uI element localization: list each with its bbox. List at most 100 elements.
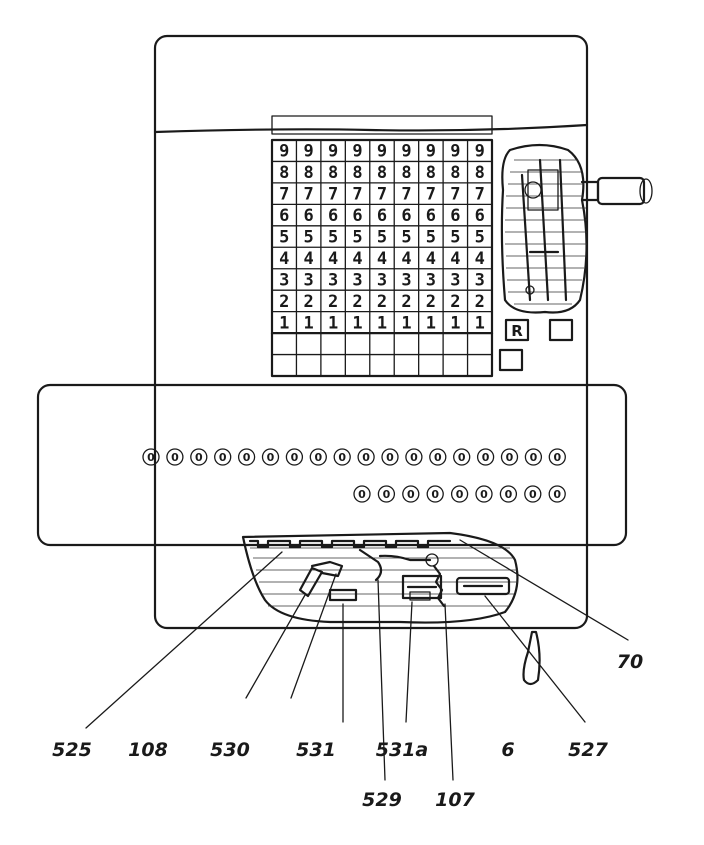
keyboard-key[interactable]: 2 — [304, 292, 314, 312]
keyboard-key[interactable]: 9 — [328, 142, 338, 162]
keyboard-key[interactable]: 5 — [475, 228, 485, 248]
keyboard-key[interactable]: 3 — [401, 270, 411, 290]
keyboard-key[interactable]: 4 — [304, 249, 314, 269]
keyboard-key[interactable]: 2 — [401, 292, 411, 312]
keyboard-key[interactable]: 4 — [328, 249, 338, 269]
keyboard-key[interactable]: 1 — [352, 313, 362, 333]
keyboard-key[interactable]: 7 — [401, 185, 411, 205]
keyboard-key[interactable]: 1 — [377, 313, 387, 333]
keyboard-key[interactable]: 1 — [279, 313, 289, 333]
keyboard-key[interactable]: 4 — [352, 249, 362, 269]
keyboard-key[interactable]: 9 — [352, 142, 362, 162]
keyboard-key[interactable]: 1 — [304, 313, 314, 333]
keyboard-key[interactable]: 6 — [401, 206, 411, 226]
keyboard-key[interactable]: 8 — [475, 163, 485, 183]
keyboard-key[interactable]: 5 — [352, 228, 362, 248]
keyboard-key[interactable]: 6 — [475, 206, 485, 226]
counter-digit: 0 — [195, 451, 203, 464]
keyboard-key[interactable]: 7 — [304, 185, 314, 205]
keyboard-key[interactable]: 7 — [450, 185, 460, 205]
keyboard-key[interactable]: 4 — [377, 249, 387, 269]
counter-digit: 0 — [243, 451, 251, 464]
keyboard-key[interactable]: 1 — [328, 313, 338, 333]
keyboard-key[interactable]: 3 — [352, 270, 362, 290]
keyboard-key[interactable]: 5 — [450, 228, 460, 248]
keyboard-key[interactable]: 8 — [377, 163, 387, 183]
keyboard-key[interactable]: 4 — [426, 249, 436, 269]
keyboard-key[interactable]: 9 — [279, 142, 289, 162]
keyboard-key[interactable]: 1 — [475, 313, 485, 333]
keyboard-key[interactable]: 6 — [450, 206, 460, 226]
keyboard-key[interactable]: 2 — [328, 292, 338, 312]
label-531a: 531a — [376, 739, 428, 761]
counter-digit: 0 — [383, 488, 391, 501]
label-70: 70 — [617, 651, 643, 673]
keyboard-key[interactable]: 6 — [377, 206, 387, 226]
keyboard-key[interactable]: 9 — [450, 142, 460, 162]
leader-525 — [85, 551, 283, 729]
keyboard-key[interactable]: 7 — [328, 185, 338, 205]
keyboard-key[interactable]: 7 — [475, 185, 485, 205]
keyboard-key[interactable]: 7 — [377, 185, 387, 205]
keyboard-key[interactable]: 5 — [401, 228, 411, 248]
top-cover-line — [153, 123, 589, 134]
counter-dial — [402, 485, 420, 503]
leader-527 — [484, 595, 586, 723]
keyboard-key[interactable]: 3 — [279, 270, 289, 290]
keyboard-key[interactable]: 6 — [279, 206, 289, 226]
keyboard-key[interactable]: 7 — [352, 185, 362, 205]
keyboard-key[interactable]: 3 — [328, 270, 338, 290]
keyboard-key[interactable]: 3 — [450, 270, 460, 290]
keyboard-key[interactable]: 9 — [475, 142, 485, 162]
keyboard-key[interactable]: 9 — [377, 142, 387, 162]
keyboard-key[interactable]: 5 — [377, 228, 387, 248]
keyboard-key[interactable]: 3 — [377, 270, 387, 290]
keyboard-key[interactable]: 8 — [426, 163, 436, 183]
keyboard-key[interactable]: 9 — [304, 142, 314, 162]
keyboard-key[interactable]: 4 — [279, 249, 289, 269]
keyboard-key[interactable]: 2 — [352, 292, 362, 312]
keyboard-key[interactable]: 4 — [450, 249, 460, 269]
reverse-key-button[interactable] — [504, 318, 530, 342]
keyboard-key[interactable]: 1 — [426, 313, 436, 333]
keyboard-key[interactable]: 3 — [304, 270, 314, 290]
keyboard-key[interactable]: 6 — [304, 206, 314, 226]
keyboard-key[interactable]: 8 — [352, 163, 362, 183]
keyboard-key[interactable]: 5 — [304, 228, 314, 248]
keyboard-key[interactable]: 4 — [401, 249, 411, 269]
keyboard-key[interactable]: 7 — [279, 185, 289, 205]
keyboard-key[interactable]: 2 — [475, 292, 485, 312]
crank-handle-icon[interactable] — [596, 176, 646, 206]
keyboard-key[interactable]: 2 — [377, 292, 387, 312]
keyboard-key[interactable]: 6 — [352, 206, 362, 226]
keyboard-key[interactable]: 3 — [426, 270, 436, 290]
lever-6-handle-icon[interactable] — [522, 630, 541, 686]
keyboard-key[interactable]: 5 — [426, 228, 436, 248]
counter-dial — [285, 448, 304, 466]
keyboard-key[interactable]: 9 — [426, 142, 436, 162]
keyboard-key[interactable]: 2 — [450, 292, 460, 312]
keyboard-key[interactable]: 9 — [401, 142, 411, 162]
keyboard-key[interactable]: 4 — [475, 249, 485, 269]
keyboard-key[interactable]: 1 — [450, 313, 460, 333]
carriage-outline — [36, 383, 628, 547]
keyboard-key[interactable]: 2 — [279, 292, 289, 312]
keyboard-key[interactable]: 3 — [475, 270, 485, 290]
keyboard-key[interactable]: 5 — [279, 228, 289, 248]
keyboard-key[interactable]: 5 — [328, 228, 338, 248]
clear-key-button[interactable] — [548, 318, 574, 342]
counter-dial — [524, 448, 543, 466]
keyboard-key[interactable]: 8 — [279, 163, 289, 183]
keyboard-key[interactable]: 1 — [401, 313, 411, 333]
keyboard-key[interactable]: 6 — [328, 206, 338, 226]
keyboard-key[interactable]: 8 — [450, 163, 460, 183]
lever-6[interactable] — [522, 630, 541, 686]
keyboard-key[interactable]: 8 — [328, 163, 338, 183]
keyboard-key[interactable]: 7 — [426, 185, 436, 205]
keyboard-key[interactable]: 8 — [401, 163, 411, 183]
keyboard-key[interactable]: 6 — [426, 206, 436, 226]
keyboard-key[interactable]: 8 — [304, 163, 314, 183]
keyboard-key[interactable]: 2 — [426, 292, 436, 312]
lower-key-button[interactable] — [498, 348, 524, 372]
